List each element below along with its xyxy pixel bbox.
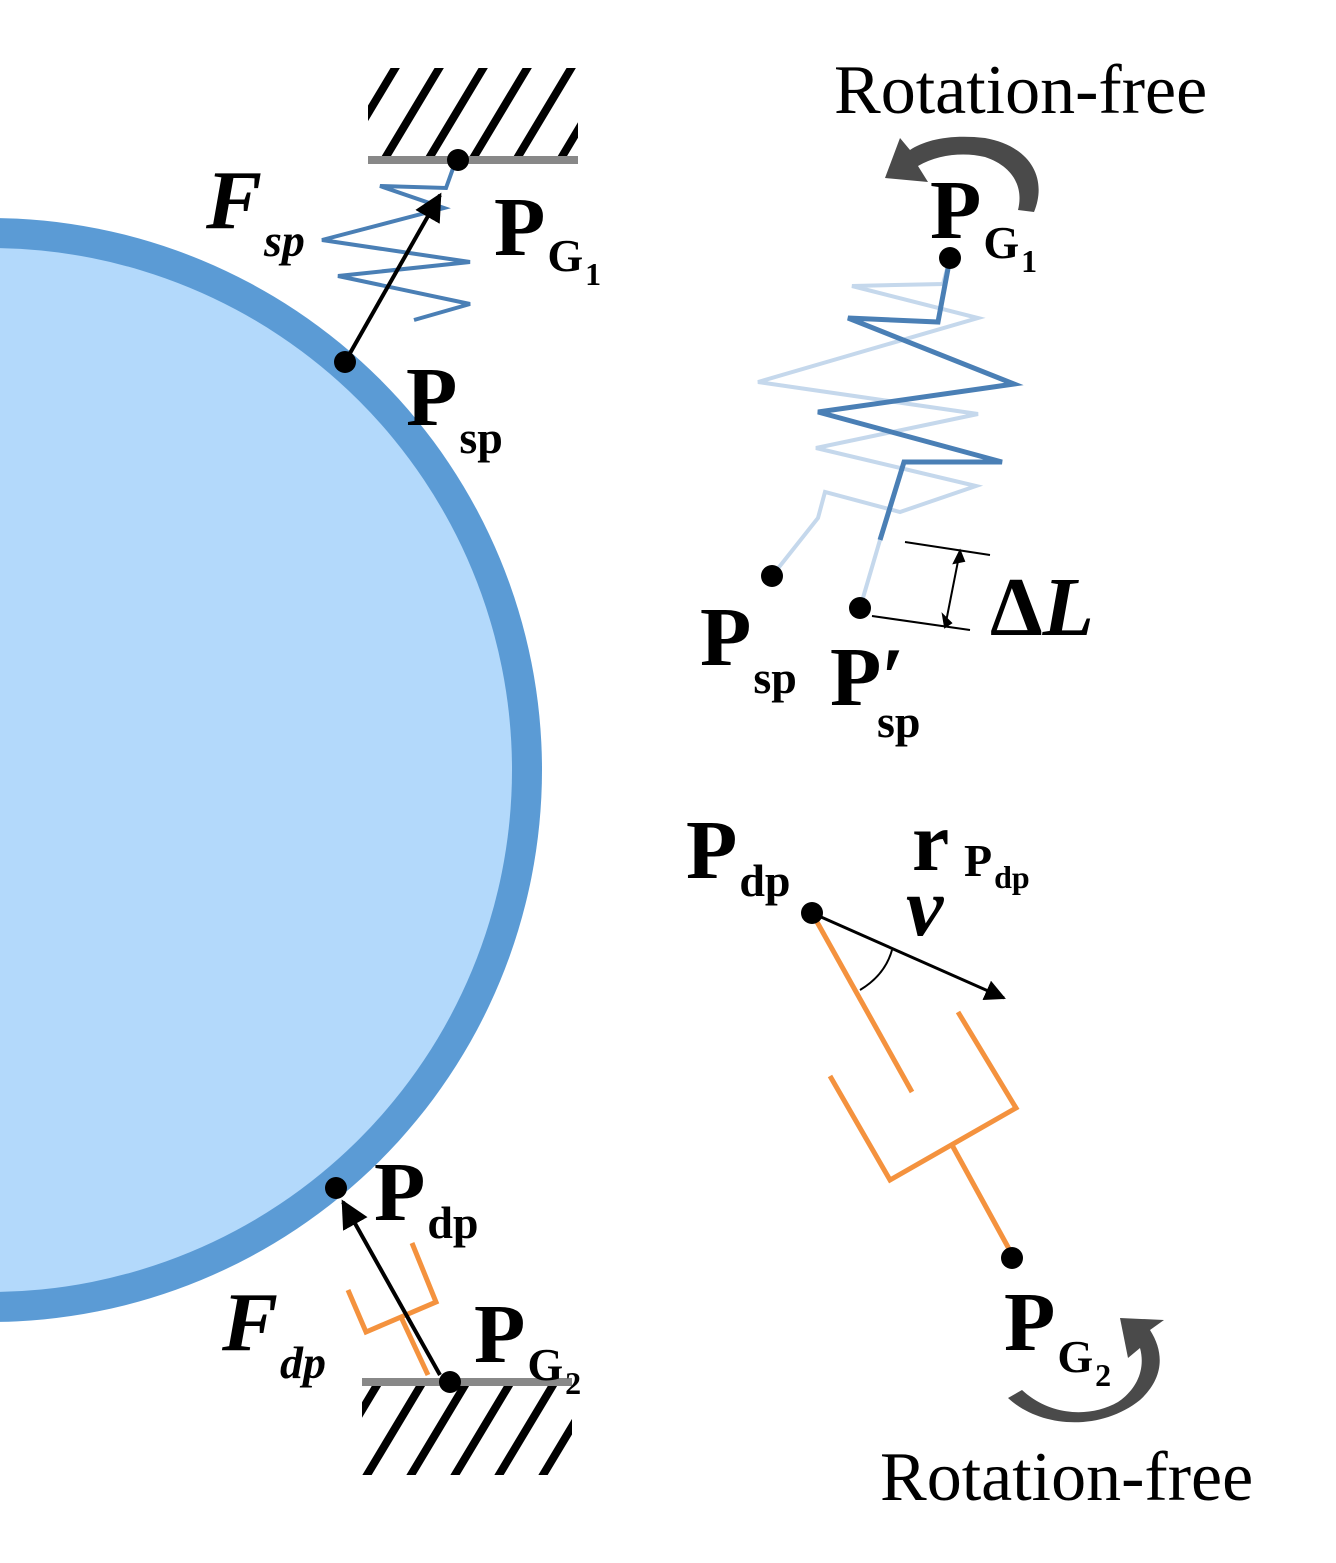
body-fill [0,248,512,1292]
label-p-sp-prime: P′sp [830,631,920,747]
rotation-free-top-label: Rotation-free [834,52,1207,129]
damper-right [809,911,1020,1260]
label-f-dp: Fdp [221,1276,326,1388]
point-dp-right [801,902,823,924]
ground-bottom [362,1378,572,1475]
spring-right [817,257,1024,541]
point-g2-right [1001,1247,1023,1269]
force-sp-arrow [343,192,442,363]
ground-top [368,68,578,164]
circular-body [0,218,542,1322]
label-delta-l: ΔL [990,561,1094,654]
point-dp-left [325,1177,347,1199]
label-p-dp-left: Pdp [374,1146,478,1248]
delta-l-dimension [871,541,991,631]
label-velocity-subscript: Pdp [964,835,1030,895]
rotation-arrow-top [885,136,1039,212]
label-velocity-arrow: r [912,796,949,889]
label-p-g1-right: PG1 [930,164,1037,279]
point-g2-left [439,1371,461,1393]
point-g1-left [447,149,469,171]
point-g1-right [939,247,961,269]
spring-left [321,159,471,322]
point-sp-left [334,351,356,373]
label-p-g1-left: PG1 [494,181,601,292]
spring-right-extension [858,539,882,609]
label-p-sp-left: Psp [406,351,503,463]
damper-left [345,1242,440,1377]
velocity-arrow [811,911,1006,1000]
label-p-sp-right: Psp [700,591,797,703]
force-dp-arrow [341,1199,442,1376]
label-velocity: v [906,861,945,954]
point-sp-right [761,565,783,587]
point-sp-prime [849,597,871,619]
label-p-g2-left: PG2 [474,1288,581,1401]
label-f-sp: Fsp [205,154,305,266]
rotation-free-bottom-label: Rotation-free [880,1439,1253,1516]
rotation-arrow-bottom [1008,1318,1164,1423]
label-p-dp-right: Pdp [686,804,790,906]
spring-right-faded [757,257,986,578]
label-p-g2-right: PG2 [1004,1276,1111,1393]
